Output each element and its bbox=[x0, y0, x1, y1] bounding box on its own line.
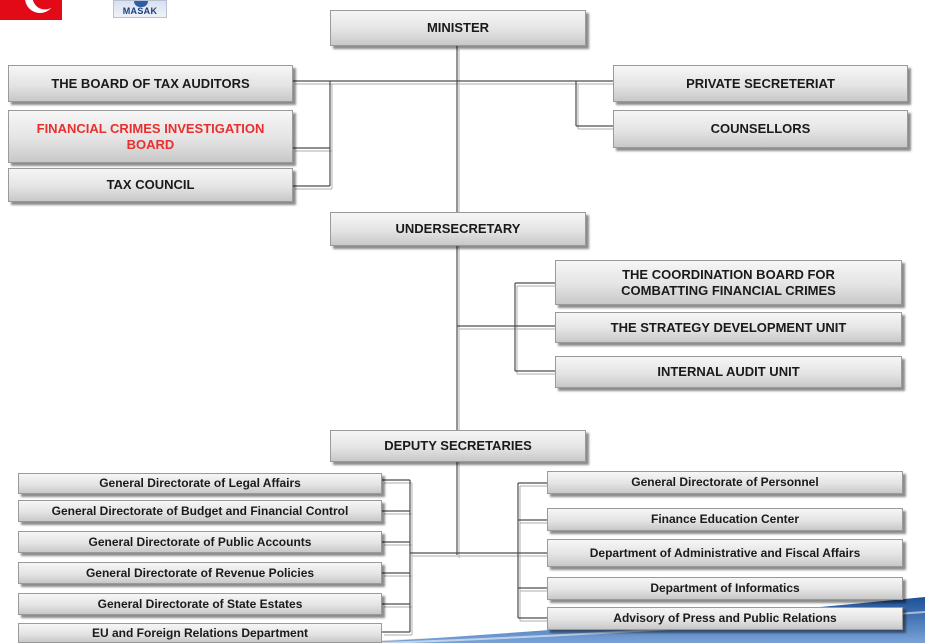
financial-crimes-board-label: FINANCIAL CRIMES INVESTIGATION BOARD bbox=[36, 120, 265, 152]
directorate-label: General Directorate of Personnel bbox=[631, 475, 819, 489]
state-estates-box: General Directorate of State Estates bbox=[18, 593, 382, 615]
directorate-label: General Directorate of Legal Affairs bbox=[99, 476, 301, 490]
deputy-secretaries-label: DEPUTY SECRETARIES bbox=[384, 438, 532, 453]
public-accounts-box: General Directorate of Public Accounts bbox=[18, 531, 382, 553]
private-secretariat-label: PRIVATE SECRETERIAT bbox=[686, 75, 835, 91]
counsellors-box: COUNSELLORS bbox=[613, 110, 908, 148]
coordination-board-box: THE COORDINATION BOARD FOR COMBATTING FI… bbox=[555, 260, 902, 305]
revenue-policies-box: General Directorate of Revenue Policies bbox=[18, 562, 382, 584]
directorate-label: General Directorate of Budget and Financ… bbox=[51, 503, 349, 518]
internal-audit-unit-box: INTERNAL AUDIT UNIT bbox=[555, 356, 902, 388]
minister-label: MINISTER bbox=[426, 20, 490, 35]
personnel-box: General Directorate of Personnel bbox=[547, 471, 903, 494]
directorate-label: Advisory of Press and Public Relations bbox=[613, 611, 837, 625]
finance-education-center-box: Finance Education Center bbox=[547, 508, 903, 531]
directorate-label: Department of Informatics bbox=[650, 581, 800, 595]
budget-financial-control-box: General Directorate of Budget and Financ… bbox=[18, 500, 382, 522]
directorate-label: Department of Administrative and Fiscal … bbox=[589, 545, 861, 560]
internal-audit-unit-label: INTERNAL AUDIT UNIT bbox=[657, 364, 800, 379]
administrative-fiscal-affairs-box: Department of Administrative and Fiscal … bbox=[547, 539, 903, 567]
directorate-label: General Directorate of Revenue Policies bbox=[85, 565, 315, 580]
legal-affairs-box: General Directorate of Legal Affairs bbox=[18, 473, 382, 494]
press-public-relations-box: Advisory of Press and Public Relations bbox=[547, 607, 903, 630]
undersecretary-box: UNDERSECRETARY bbox=[330, 212, 586, 246]
directorate-label: EU and Foreign Relations Department bbox=[91, 625, 309, 640]
tax-council-box: TAX COUNCIL bbox=[8, 168, 293, 202]
informatics-box: Department of Informatics bbox=[547, 577, 903, 600]
tax-council-label: TAX COUNCIL bbox=[106, 177, 195, 192]
board-of-tax-auditors-box: THE BOARD OF TAX AUDITORS bbox=[8, 65, 293, 102]
turkish-flag-logo bbox=[0, 0, 62, 20]
undersecretary-label: UNDERSECRETARY bbox=[395, 221, 521, 236]
financial-crimes-board-box: FINANCIAL CRIMES INVESTIGATION BOARD bbox=[8, 110, 293, 163]
masak-emblem-icon bbox=[134, 1, 148, 7]
masak-logo: MASAK bbox=[113, 0, 167, 18]
coordination-board-label: THE COORDINATION BOARD FOR COMBATTING FI… bbox=[621, 266, 836, 298]
directorate-label: Finance Education Center bbox=[650, 512, 800, 526]
strategy-development-unit-box: THE STRATEGY DEVELOPMENT UNIT bbox=[555, 312, 902, 343]
strategy-development-unit-label: THE STRATEGY DEVELOPMENT UNIT bbox=[610, 319, 847, 335]
minister-box: MINISTER bbox=[330, 10, 586, 46]
deputy-secretaries-box: DEPUTY SECRETARIES bbox=[330, 430, 586, 462]
eu-foreign-relations-box: EU and Foreign Relations Department bbox=[18, 623, 382, 643]
masak-logo-text: MASAK bbox=[122, 6, 158, 16]
board-of-tax-auditors-label: THE BOARD OF TAX AUDITORS bbox=[51, 75, 250, 91]
directorate-label: General Directorate of State Estates bbox=[97, 596, 303, 611]
private-secretariat-box: PRIVATE SECRETERIAT bbox=[613, 65, 908, 102]
directorate-label: General Directorate of Public Accounts bbox=[88, 534, 312, 549]
counsellors-label: COUNSELLORS bbox=[710, 121, 811, 136]
